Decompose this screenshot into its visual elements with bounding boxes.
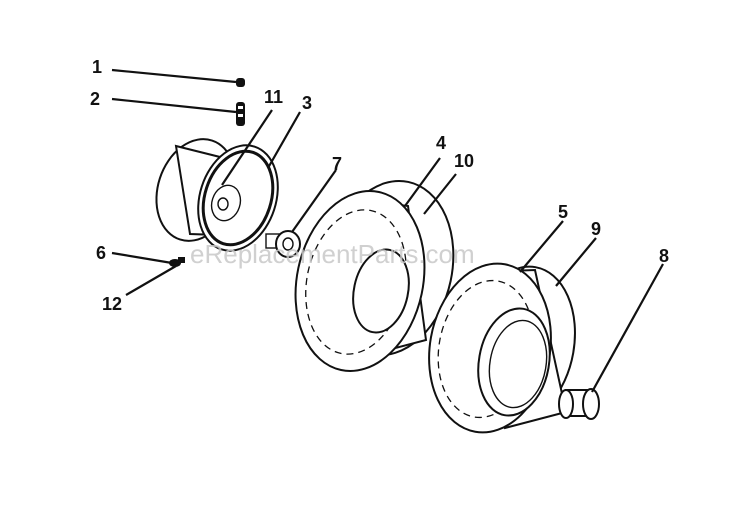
- callout-11: 11: [264, 87, 283, 107]
- leader-3: [267, 111, 301, 169]
- leader-6: [111, 251, 173, 265]
- callout-3: 3: [302, 93, 312, 113]
- callout-10: 10: [454, 151, 474, 171]
- valve-stem[interactable]: [236, 102, 245, 126]
- callout-9: 9: [591, 219, 601, 239]
- callout-6: 6: [96, 243, 106, 263]
- tire-front[interactable]: [279, 169, 468, 383]
- leader-12: [125, 265, 177, 296]
- wheel-rim[interactable]: [144, 129, 291, 261]
- leader-10: [423, 173, 457, 215]
- callout-1: 1: [92, 57, 102, 77]
- watermark-text: eReplacementParts.com: [190, 239, 475, 269]
- callout-5: 5: [558, 202, 568, 222]
- leader-8: [591, 263, 664, 393]
- callout-12: 12: [102, 294, 122, 314]
- tire-rear[interactable]: [416, 254, 587, 442]
- callout-8: 8: [659, 246, 669, 266]
- leader-7: [291, 169, 337, 233]
- bushing[interactable]: [265, 230, 301, 258]
- callout-7: 7: [332, 154, 342, 174]
- grease-fitting[interactable]: [169, 257, 185, 267]
- hub-cap[interactable]: [558, 388, 600, 420]
- leader-5: [519, 220, 564, 273]
- leader-1: [111, 68, 237, 84]
- leader-2: [111, 97, 237, 114]
- leader-4: [404, 157, 441, 207]
- callout-2: 2: [90, 89, 100, 109]
- callout-4: 4: [436, 133, 446, 153]
- leader-11: [221, 109, 273, 186]
- leader-9: [555, 237, 597, 287]
- valve-cap[interactable]: [236, 78, 245, 87]
